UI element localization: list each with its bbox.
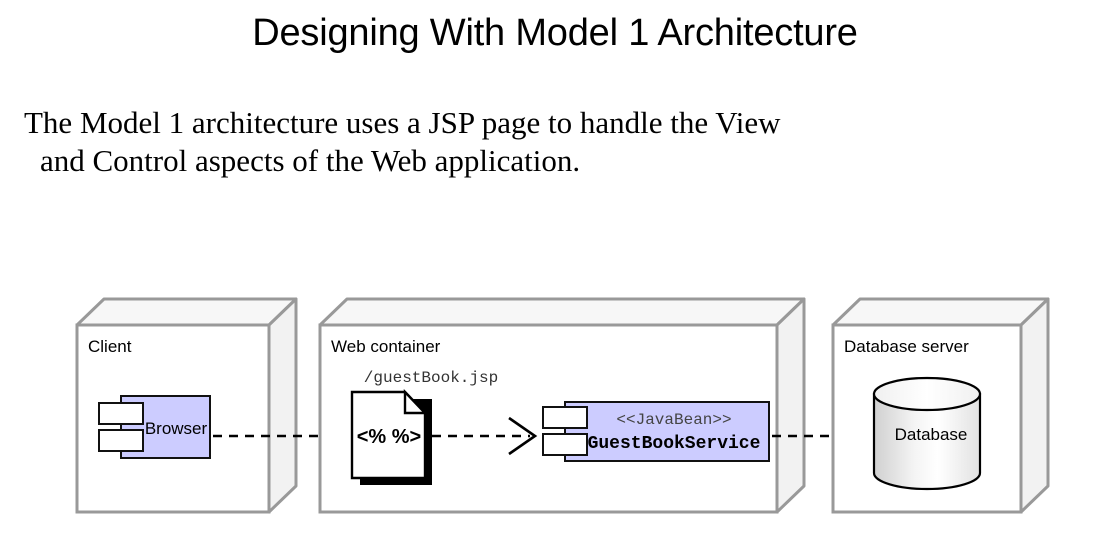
connector-service-to-database-arrowhead — [845, 416, 875, 456]
node-web-container-side-face — [775, 297, 806, 514]
component-guestbookservice-tab-bottom — [542, 433, 588, 456]
node-database-server-label: Database server — [844, 337, 969, 356]
component-guestbookservice[interactable]: <<JavaBean>> GuestBookService — [542, 401, 770, 462]
artifact-guestbook-jsp-shadow — [360, 399, 432, 485]
artifact-guestbook-jsp-fold — [403, 389, 428, 415]
component-browser-tab-top — [98, 402, 144, 425]
node-client-front-face — [75, 323, 271, 514]
component-guestbookservice-label: GuestBookService — [588, 434, 761, 454]
connector-browser-to-jsp — [213, 416, 353, 456]
datastore-database-label: Database — [895, 425, 968, 444]
artifact-guestbook-jsp[interactable]: /guestBook.jsp <% %> — [350, 369, 498, 485]
artifact-guestbook-jsp-label: /guestBook.jsp — [364, 369, 498, 387]
node-web-container[interactable]: Web container /guestBook.jsp <% %> <<Jav… — [318, 297, 806, 514]
component-browser-tab-bottom — [98, 429, 144, 452]
component-browser-label: Browser — [145, 419, 208, 438]
body-line-2: and Control aspects of the Web applicati… — [40, 143, 581, 178]
node-client-top-face — [75, 297, 298, 327]
connector-jsp-to-service-arrowhead — [508, 416, 538, 456]
node-client-side-face — [267, 297, 298, 514]
component-guestbookservice-stereotype: <<JavaBean>> — [616, 411, 731, 429]
component-guestbookservice-body — [564, 401, 770, 462]
node-database-server-front-face — [831, 323, 1023, 514]
datastore-database[interactable]: Database — [872, 376, 982, 491]
component-browser[interactable]: Browser — [98, 395, 211, 459]
artifact-guestbook-jsp-page — [350, 390, 427, 480]
connector-browser-to-jsp-arrowhead — [323, 416, 353, 456]
node-database-server-side-face — [1019, 297, 1050, 514]
slide-body-text: The Model 1 architecture uses a JSP page… — [24, 104, 1094, 180]
datastore-database-top-ellipse — [872, 376, 982, 412]
connector-jsp-to-service — [432, 416, 538, 456]
body-line-1: The Model 1 architecture uses a JSP page… — [24, 105, 781, 140]
node-client[interactable]: Client Browser — [75, 297, 298, 514]
node-web-container-front-face — [318, 323, 779, 514]
node-client-label: Client — [88, 337, 132, 356]
node-web-container-top-face — [318, 297, 806, 327]
component-guestbookservice-tab-top — [542, 406, 588, 429]
node-database-server-top-face — [831, 297, 1050, 327]
slide-title: Designing With Model 1 Architecture — [252, 12, 858, 54]
connector-service-to-database — [772, 416, 875, 456]
node-database-server[interactable]: Database server Database — [831, 297, 1050, 514]
artifact-guestbook-jsp-inner-text: <% %> — [357, 426, 421, 448]
component-browser-body — [120, 395, 211, 459]
datastore-database-body — [872, 392, 982, 491]
node-web-container-label: Web container — [331, 337, 441, 356]
